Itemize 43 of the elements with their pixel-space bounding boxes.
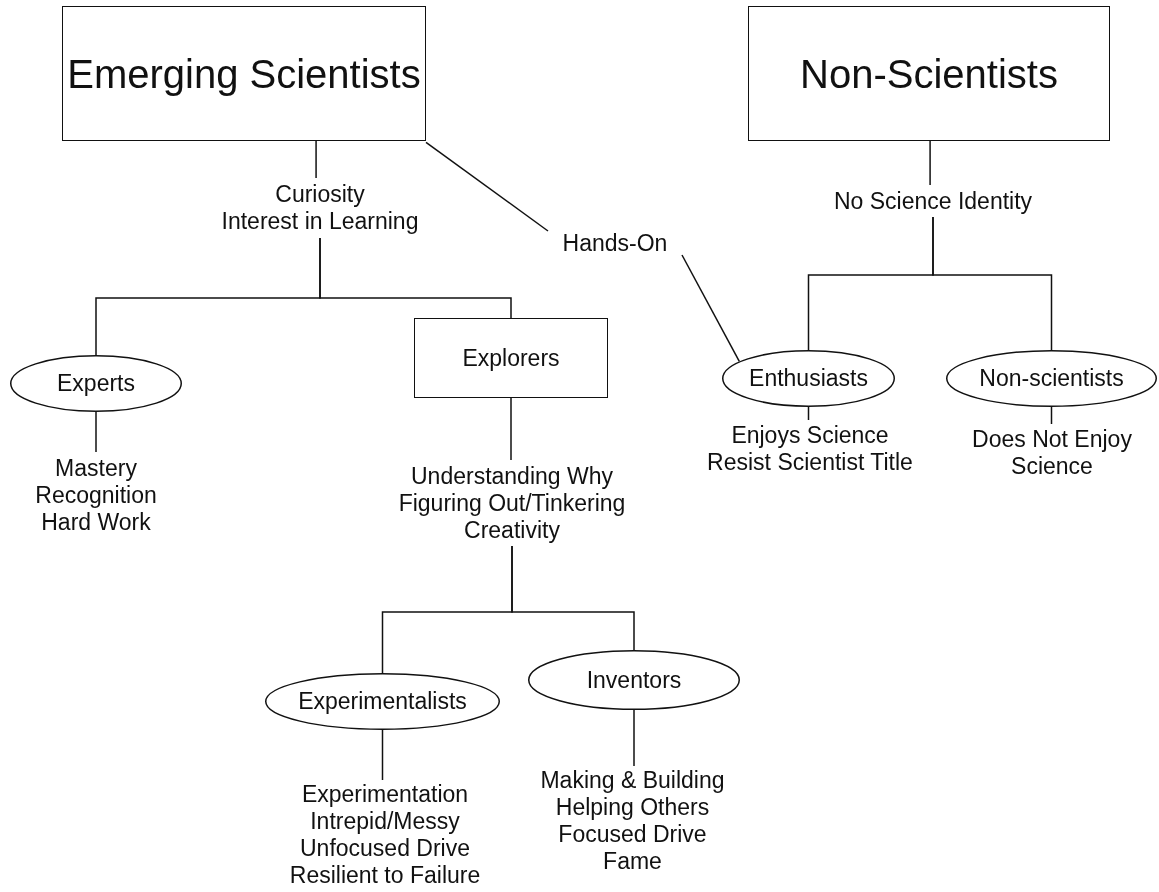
connector-line (633, 709, 635, 767)
trait-text: Helping Others (555, 794, 710, 821)
trait-text: Creativity (464, 516, 560, 544)
connector-line (932, 216, 1053, 351)
category-label: Non-scientists (979, 365, 1124, 392)
connector-line (381, 729, 384, 781)
connector-line (95, 411, 97, 453)
trait-text: Experimentation (301, 781, 469, 808)
trait-text: Unfocused Drive (300, 835, 470, 862)
trait-text: Figuring Out/Tinkering (398, 489, 626, 517)
category-label: Experimentalists (298, 688, 467, 715)
connector-line (929, 140, 931, 186)
connector-line (681, 254, 741, 363)
trait-text: Focused Drive (558, 821, 707, 848)
trait-text: Understanding Why (411, 462, 613, 490)
trait-text: Hard Work (41, 508, 151, 536)
trait-text: Recognition (35, 481, 157, 509)
trait-text: Resilient to Failure (289, 862, 481, 889)
title-box (748, 6, 1110, 141)
category-box (414, 318, 608, 398)
connector-line (511, 545, 635, 651)
trait-text: Making & Building (540, 767, 725, 794)
trait-text: No Science Identity (833, 187, 1033, 215)
category-label: Experts (57, 370, 135, 397)
trait-text: Intrepid/Messy (310, 808, 460, 835)
connector-line (510, 397, 512, 461)
connector-line (425, 141, 549, 232)
trait-text: Hands-On (562, 229, 668, 257)
trait-text: Enjoys Science (731, 422, 889, 449)
trait-text: Mastery (55, 454, 137, 482)
trait-text: Resist Scientist Title (707, 449, 913, 476)
category-label: Inventors (586, 666, 682, 694)
trait-text: Does Not Enjoy Science (972, 426, 1132, 480)
category-label: Enthusiasts (749, 365, 868, 392)
category-label: Explorers (462, 344, 560, 372)
category-label: Non-Scientists (800, 50, 1058, 98)
trait-text: Interest in Learning (221, 208, 419, 235)
trait-text: Fame (603, 848, 662, 875)
category-label: Emerging Scientists (67, 50, 421, 98)
connector-line (315, 140, 317, 179)
title-box (62, 6, 426, 141)
trait-text: Curiosity (275, 181, 365, 208)
connector-line (319, 237, 512, 319)
